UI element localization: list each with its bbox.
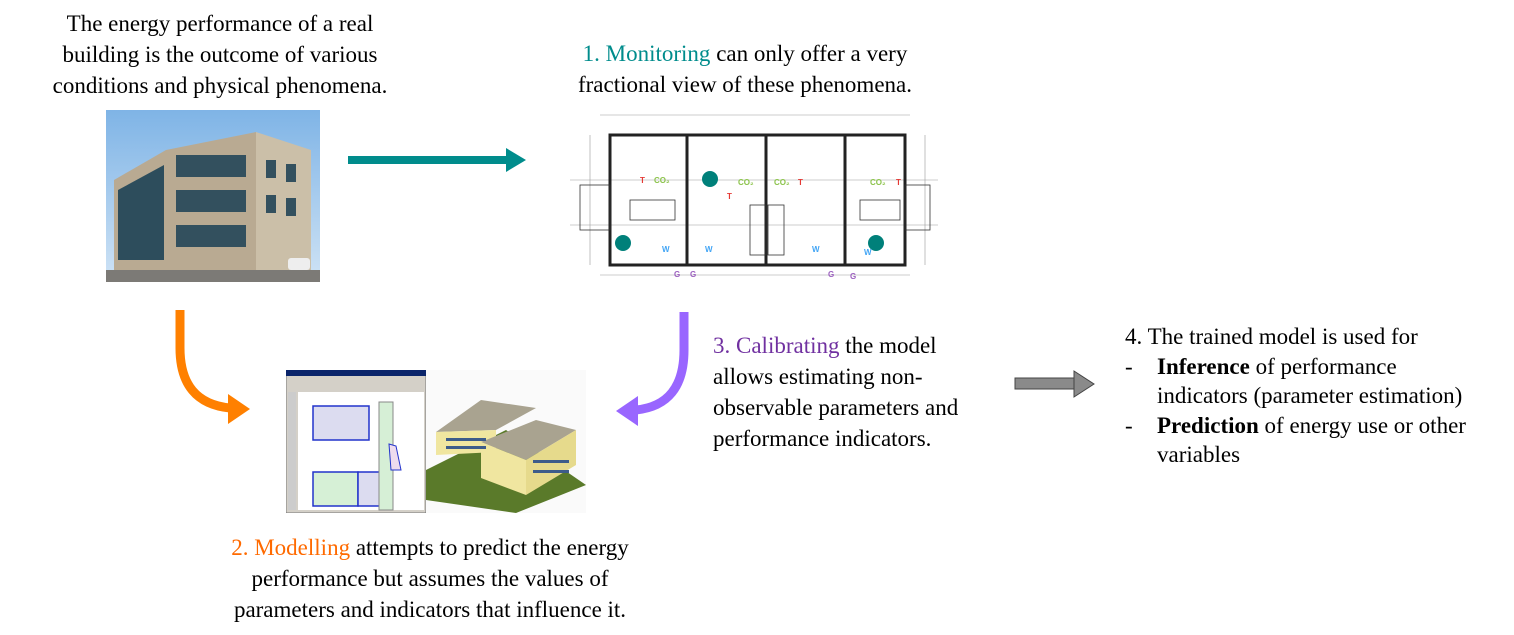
co2-label: CO₂ [774, 178, 790, 187]
bullet-dash: - [1125, 353, 1133, 379]
gas-label: G [850, 272, 856, 281]
intro-line: conditions and physical phenomena. [52, 73, 388, 98]
calibrating-line1: the model [839, 333, 937, 358]
calibrating-line2: allows estimating non- [713, 364, 923, 389]
building-model-image [286, 370, 586, 513]
trained-model-text: 4. The trained model is used for - Infer… [1125, 322, 1510, 470]
list-item: - Prediction of energy use or other varia… [1125, 411, 1510, 470]
co2-label: CO₂ [654, 176, 670, 185]
temperature-label: T [798, 178, 803, 187]
modelling-line2: performance but assumes the values of [251, 566, 609, 591]
co2-label: CO₂ [738, 178, 754, 187]
water-label: W [812, 245, 820, 254]
monitoring-highlight: 1. Monitoring [582, 41, 711, 66]
water-label: W [864, 248, 872, 257]
temperature-label: T [727, 192, 732, 201]
calibrating-line3: observable parameters and [713, 395, 959, 420]
intro-line: building is the outcome of various [62, 42, 378, 67]
trained-title: 4. The trained model is used for [1125, 324, 1418, 349]
item-text-cont: indicators (parameter estimation) [1157, 383, 1463, 408]
modelling-highlight: 2. Modelling [231, 535, 351, 560]
arrow-to-modelling [175, 310, 250, 424]
temperature-label: T [640, 176, 645, 185]
item-text: of performance [1249, 353, 1397, 379]
water-label: W [662, 245, 670, 254]
gas-label: G [828, 270, 834, 279]
item-keyword: Inference [1157, 353, 1250, 379]
co2-label: CO₂ [870, 178, 886, 187]
arrow-calibration [616, 312, 689, 426]
gas-label: G [674, 270, 680, 279]
item-keyword: Prediction [1157, 412, 1259, 438]
arrow-to-monitoring [348, 148, 526, 172]
modelling-line3: parameters and indicators that influence… [233, 597, 627, 622]
modelling-text: 2. Modelling attempts to predict the ene… [190, 532, 670, 625]
calibrating-line4: performance indicators. [713, 426, 932, 451]
building-photo [106, 110, 320, 282]
intro-text: The energy performance of a real buildin… [20, 8, 420, 101]
item-text-cont: variables [1157, 442, 1241, 467]
floor-plan-image: CO₂ CO₂ CO₂ CO₂ T T T T W W W W G G G G [570, 114, 938, 281]
list-item: - Inference of performance indicators (pa… [1125, 352, 1510, 411]
intro-line: The energy performance of a real [66, 11, 374, 36]
monitoring-line2: fractional view of these phenomena. [577, 72, 912, 97]
modelling-line1: attempts to predict the energy [350, 535, 629, 560]
calibrating-highlight: 3. Calibrating [713, 333, 840, 358]
water-label: W [705, 245, 713, 254]
item-text: of energy use or other [1258, 412, 1466, 438]
monitoring-text: 1. Monitoring can only offer a very frac… [540, 38, 950, 100]
calibrating-text: 3. Calibrating the model allows estimati… [713, 330, 1003, 454]
bullet-dash: - [1125, 412, 1133, 438]
temperature-label: T [896, 178, 901, 187]
gas-label: G [690, 270, 696, 279]
arrow-to-trained-model [1014, 370, 1095, 398]
monitoring-line1: can only offer a very [710, 41, 908, 66]
